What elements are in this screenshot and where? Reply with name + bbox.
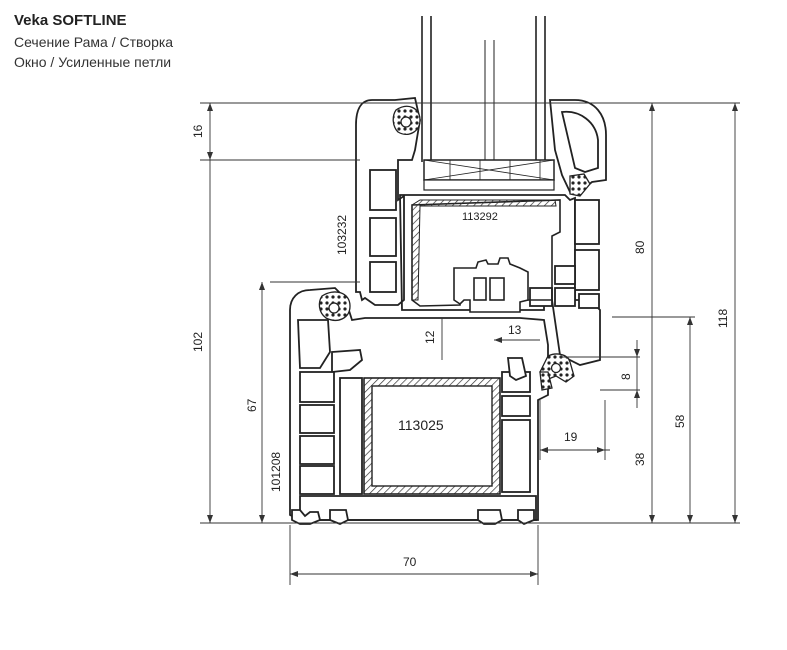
glass-unit: [421, 16, 546, 162]
dim-13: 13: [508, 323, 522, 337]
glazing-bead: [453, 257, 529, 313]
diagram-header: Veka SOFTLINE Сечение Рама / Створка Окн…: [14, 10, 173, 72]
dim-70: 70: [403, 555, 417, 569]
dim-67: 67: [245, 398, 259, 412]
dim-38: 38: [633, 452, 647, 466]
dimension-lines: [200, 102, 740, 585]
gaskets: [318, 105, 591, 391]
frame-reinforcement-code: 113025: [398, 417, 444, 433]
dim-19: 19: [564, 430, 578, 444]
frame-reinforcement: 113025: [363, 377, 501, 495]
dim-80: 80: [633, 240, 647, 254]
dim-8: 8: [619, 373, 633, 380]
sash-code-label: 103232: [335, 215, 349, 255]
diagram-subtitle-1: Сечение Рама / Створка: [14, 34, 174, 50]
frame-code-label: 101208: [269, 452, 283, 492]
dim-102: 102: [191, 332, 205, 352]
dim-16: 16: [191, 124, 205, 138]
dim-12: 12: [423, 330, 437, 344]
sash-profile: [355, 97, 607, 366]
glass-spacer: [423, 159, 555, 191]
diagram-title: Veka SOFTLINE: [14, 12, 127, 29]
sash-reinforcement-code: 113292: [462, 211, 498, 223]
diagram-subtitle-2: Окно / Усиленные петли: [14, 54, 172, 70]
dimension-arrows: [207, 103, 738, 577]
dim-58: 58: [673, 414, 687, 428]
dim-118: 118: [716, 309, 730, 328]
